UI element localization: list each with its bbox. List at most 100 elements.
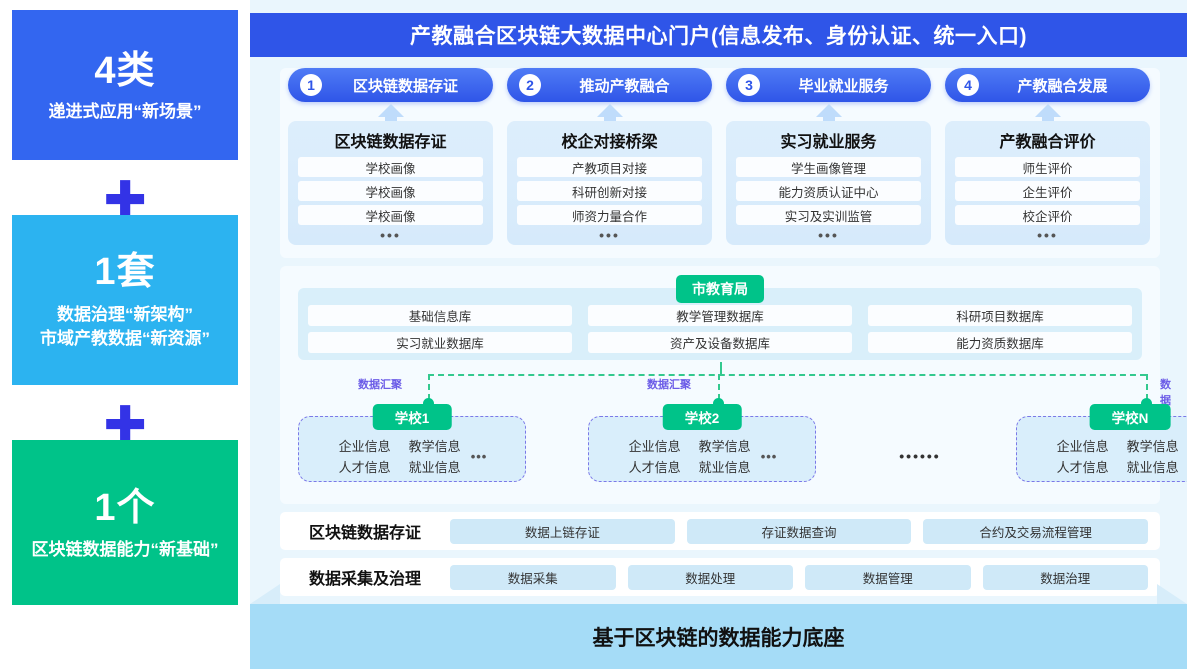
database-cell[interactable]: 基础信息库 [308,305,572,326]
scenarios-region: 1 区块链数据存证 区块链数据存证 学校画像 学校画像 学校画像 ••• 2 [280,68,1160,258]
bureau-tag: 市教育局 [676,275,764,303]
scenario-card-title: 区块链数据存证 [334,134,447,151]
capability-item[interactable]: 数据处理 [627,564,793,590]
school-field: 教学信息 [698,439,751,454]
school-box-n: 学校N 企业信息 教学信息 人才信息 就业信息 ••• [1016,404,1187,482]
database-cell[interactable]: 教学管理数据库 [588,305,852,326]
capability-item[interactable]: 合约及交易流程管理 [923,518,1149,544]
capability-items: 数据上链存证 存证数据查询 合约及交易流程管理 [450,518,1160,544]
scenario-number-badge: 2 [519,74,541,96]
school-more-dots: ••• [470,448,488,464]
school-field: 企业信息 [1056,439,1109,454]
database-cell[interactable]: 实习就业数据库 [308,332,572,353]
scenario-card-2: 校企对接桥梁 产教项目对接 科研创新对接 师资力量合作 ••• [507,121,712,245]
database-box: 基础信息库 教学管理数据库 科研项目数据库 实习就业数据库 资产及设备数据库 能… [298,288,1142,360]
school-field: 就业信息 [698,460,751,475]
scenario-item[interactable]: 科研创新对接 [517,181,702,201]
aggregation-label: 数据汇聚 [647,379,691,391]
school-tag: 学校2 [662,404,742,430]
rail-block-count: 1套 [94,251,156,294]
school-field: 教学信息 [408,439,461,454]
scenario-item[interactable]: 实习及实训监管 [736,205,921,225]
scenario-item[interactable]: 学校画像 [298,181,483,201]
scenario-header-label: 产教融合发展 [1017,77,1108,95]
scenario-item[interactable]: 学校画像 [298,157,483,177]
school-field: 企业信息 [338,439,391,454]
connector-line [718,374,720,400]
scenario-card-4: 产教融合评价 师生评价 企生评价 校企评价 ••• [945,121,1150,245]
school-field: 就业信息 [1126,460,1179,475]
scenario-header-label: 区块链数据存证 [352,77,458,95]
database-cell[interactable]: 能力资质数据库 [868,332,1132,353]
school-box-2: 学校2 企业信息 教学信息 人才信息 就业信息 ••• [588,404,817,482]
up-arrow-icon [815,104,842,125]
scenario-header-3[interactable]: 3 毕业就业服务 [726,68,931,102]
up-arrow-icon [377,104,404,125]
school-fields: 企业信息 教学信息 人才信息 就业信息 ••• [589,431,817,481]
school-field: 企业信息 [628,439,681,454]
portal-title-bar: 产教融合区块链大数据中心门户(信息发布、身份认证、统一入口) [250,13,1187,57]
scenario-more-dots: ••• [380,227,401,243]
base-wedge-right [1157,584,1187,604]
scenario-item[interactable]: 学生画像管理 [736,157,921,177]
database-cell[interactable]: 科研项目数据库 [868,305,1132,326]
school-field: 人才信息 [628,460,681,475]
database-cell[interactable]: 资产及设备数据库 [588,332,852,353]
scenario-item[interactable]: 企生评价 [955,181,1140,201]
capability-item[interactable]: 数据采集 [450,564,616,590]
rail-block-architecture: 1套 数据治理“新架构” 市域产教数据“新资源” [12,215,238,385]
rail-block-foundation: 1个 区块链数据能力“新基础” [12,440,238,605]
up-arrow-icon [596,104,623,125]
scenario-card-3: 实习就业服务 学生画像管理 能力资质认证中心 实习及实训监管 ••• [726,121,931,245]
schools-ellipsis: •••••• [899,448,941,464]
scenario-item[interactable]: 师资力量合作 [517,205,702,225]
scenario-header-1[interactable]: 1 区块链数据存证 [288,68,493,102]
rail-block-desc: 区块链数据能力“新基础” [31,539,219,559]
scenario-card-title: 实习就业服务 [780,134,877,151]
left-rail: 4类 递进式应用“新场景” ✚ 1套 数据治理“新架构” 市域产教数据“新资源”… [0,0,250,669]
database-grid: 基础信息库 教学管理数据库 科研项目数据库 实习就业数据库 资产及设备数据库 能… [308,305,1132,353]
connector-line [1146,374,1148,400]
scenario-item[interactable]: 学校画像 [298,205,483,225]
capability-item[interactable]: 数据上链存证 [450,518,675,544]
scenario-item[interactable]: 师生评价 [955,157,1140,177]
school-field: 人才信息 [338,460,391,475]
connector-line [428,374,1146,376]
school-tag: 学校N [1089,404,1171,430]
capability-item[interactable]: 数据治理 [982,564,1148,590]
capability-item[interactable]: 数据管理 [805,564,971,590]
scenario-column-1: 1 区块链数据存证 区块链数据存证 学校画像 学校画像 学校画像 ••• [288,68,493,245]
scenario-header-2[interactable]: 2 推动产教融合 [507,68,712,102]
scenario-item[interactable]: 校企评价 [955,205,1140,225]
scenario-more-dots: ••• [599,227,620,243]
school-field: 人才信息 [1056,460,1109,475]
architecture-panel: 产教融合区块链大数据中心门户(信息发布、身份认证、统一入口) 1 区块链数据存证… [250,0,1187,669]
rail-block-desc-line1: 数据治理“新架构” [57,304,193,324]
scenario-number-badge: 1 [300,74,322,96]
base-band: 基于区块链的数据能力底座 [250,604,1187,669]
connector-dot [1141,398,1152,409]
scenario-item[interactable]: 产教项目对接 [517,157,702,177]
school-fields: 企业信息 教学信息 人才信息 就业信息 ••• [1017,431,1187,481]
school-field: 教学信息 [1126,439,1179,454]
capability-row-label: 数据采集及治理 [308,571,421,588]
connector-dot [713,398,724,409]
scenario-card-title: 校企对接桥梁 [561,134,658,151]
scenario-header-label: 推动产教融合 [579,77,670,95]
scenario-item[interactable]: 能力资质认证中心 [736,181,921,201]
scenario-column-2: 2 推动产教融合 校企对接桥梁 产教项目对接 科研创新对接 师资力量合作 ••• [507,68,712,245]
rail-block-desc-line2: 市域产教数据“新资源” [40,329,210,349]
capability-item[interactable]: 存证数据查询 [686,518,912,544]
scenario-card-1: 区块链数据存证 学校画像 学校画像 学校画像 ••• [288,121,493,245]
base-wedge-left [250,584,280,604]
aggregation-connector-tree: 数据汇聚 数据汇聚 数据汇聚 [280,362,1171,439]
scenario-card-title: 产教融合评价 [999,134,1096,151]
rail-block-scenarios: 4类 递进式应用“新场景” [12,10,238,160]
aggregation-label: 数据汇聚 [358,379,402,391]
scenarios-row: 1 区块链数据存证 区块链数据存证 学校画像 学校画像 学校画像 ••• 2 [280,68,1160,258]
school-box-1: 学校1 企业信息 教学信息 人才信息 就业信息 ••• [298,404,527,482]
connector-line [720,362,722,374]
scenario-more-dots: ••• [818,227,839,243]
scenario-header-4[interactable]: 4 产教融合发展 [945,68,1150,102]
school-fields: 企业信息 教学信息 人才信息 就业信息 ••• [299,431,527,481]
